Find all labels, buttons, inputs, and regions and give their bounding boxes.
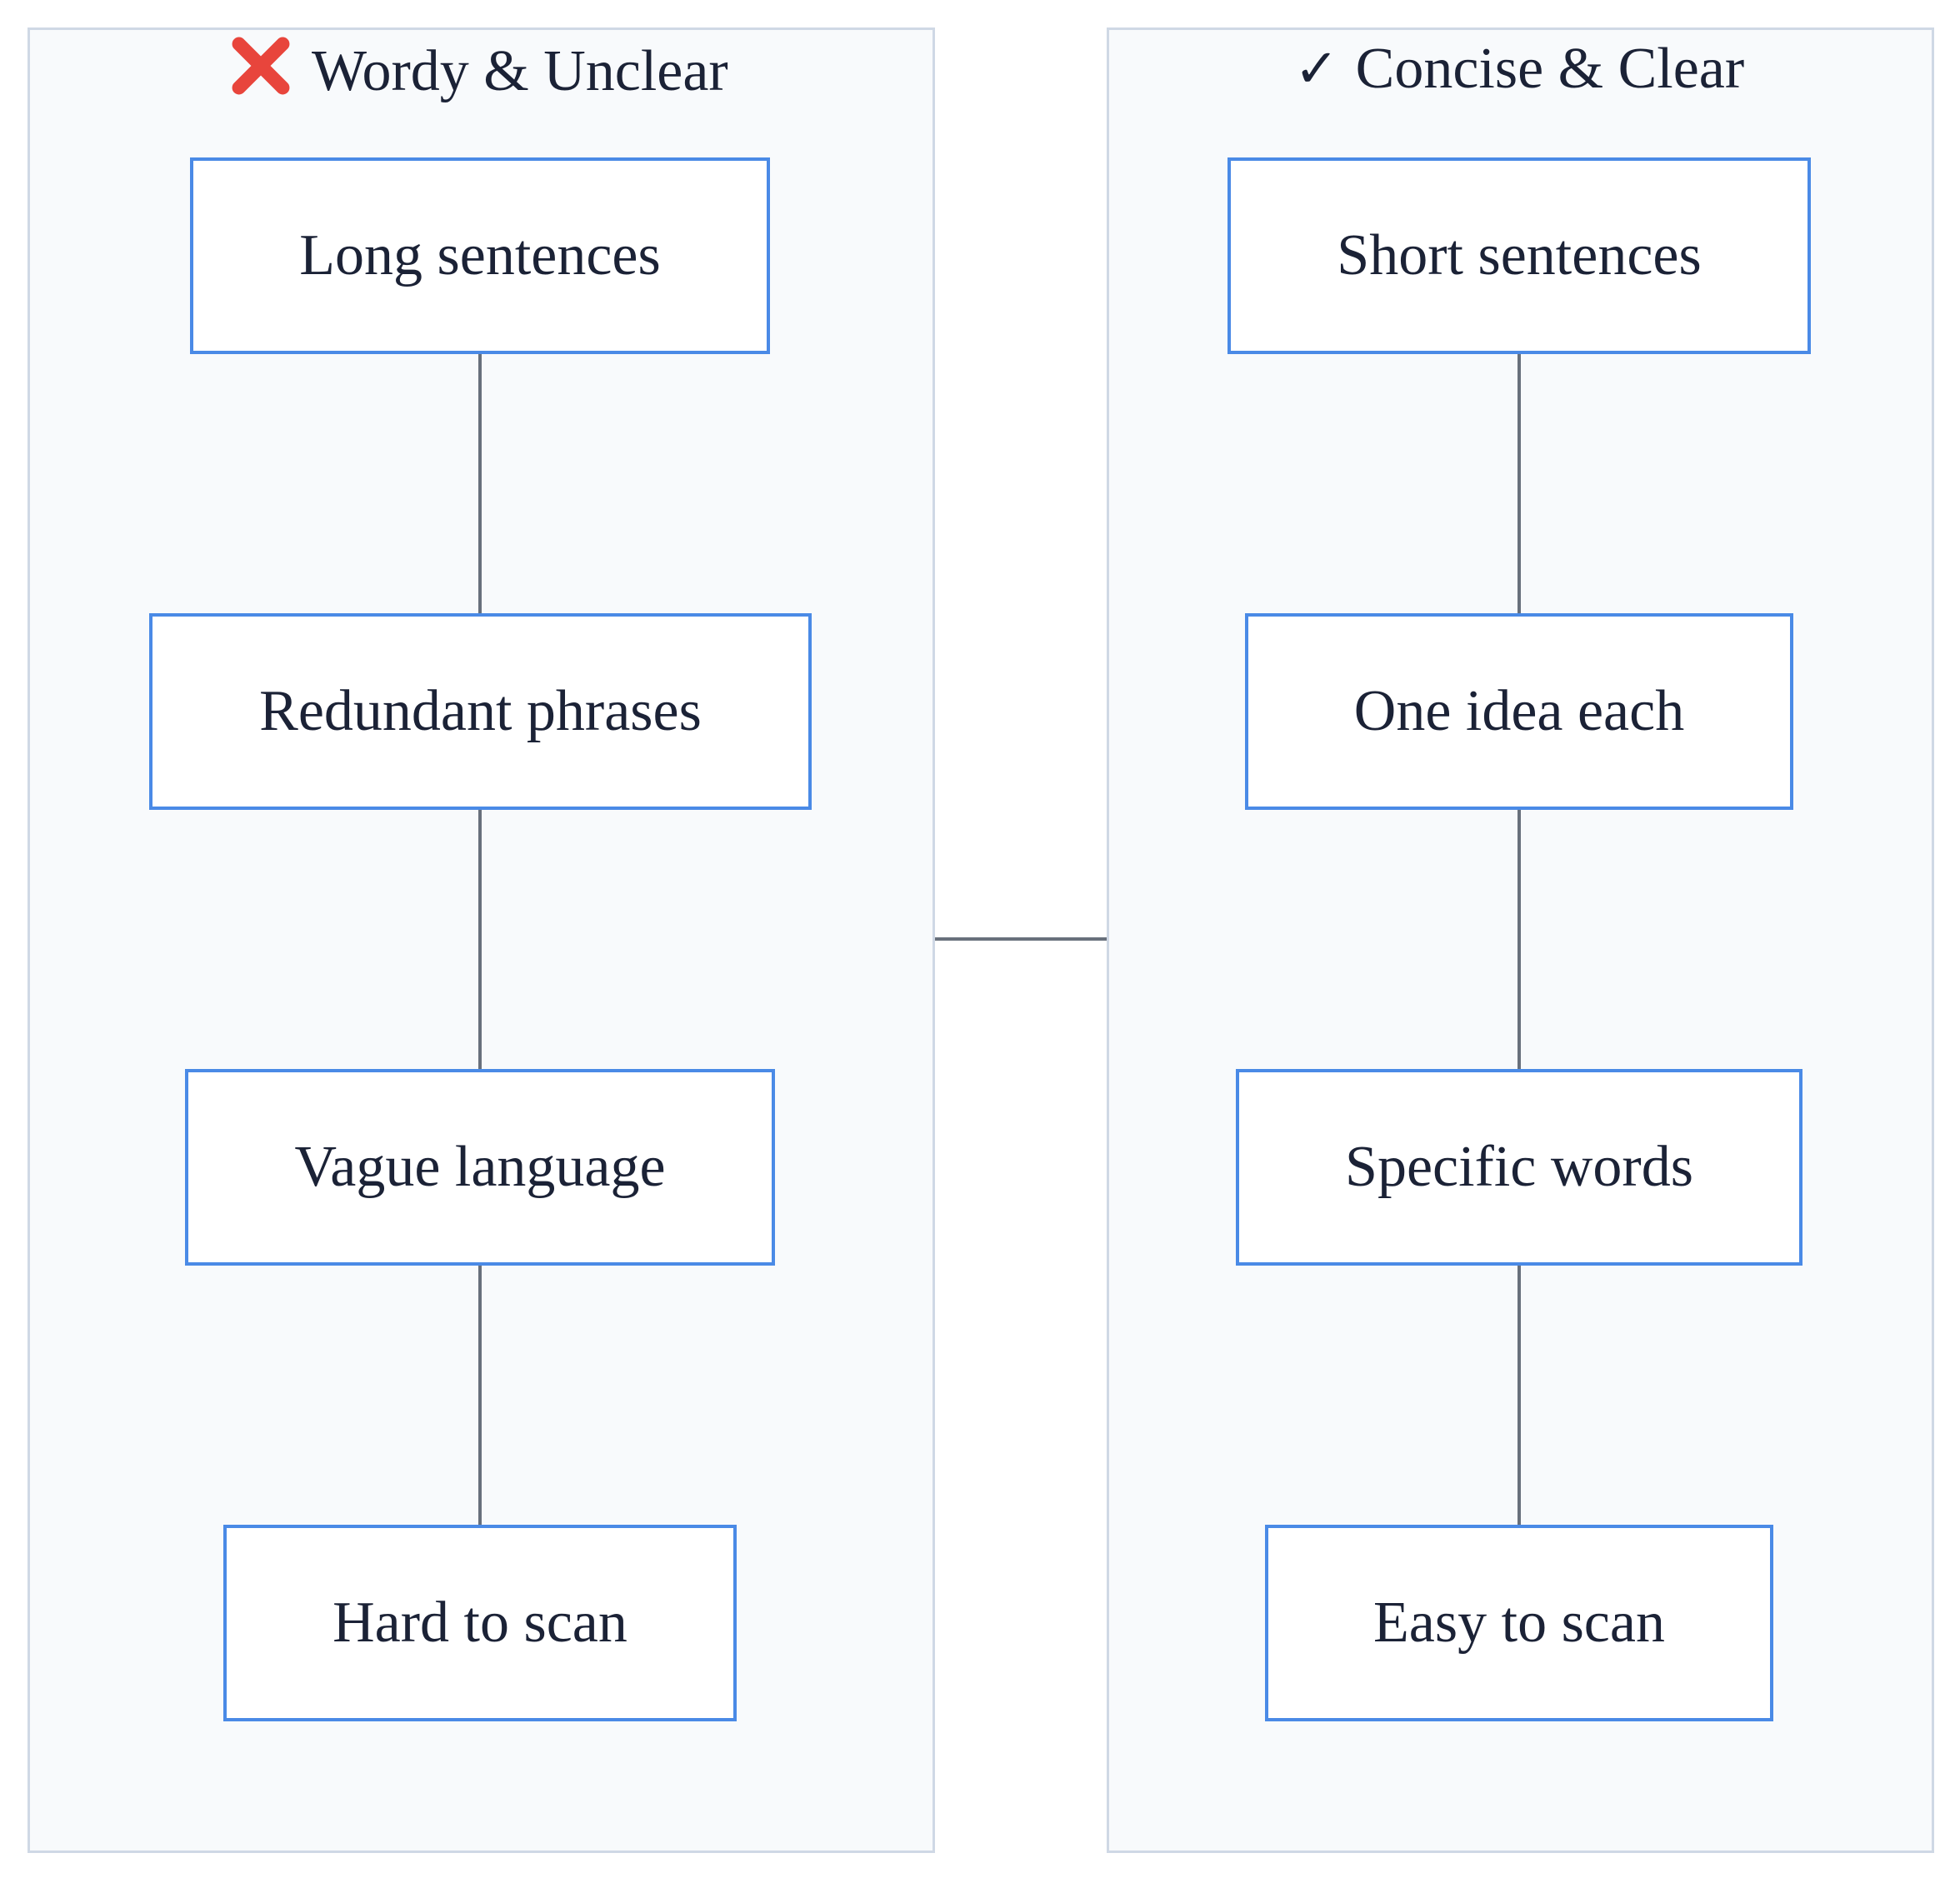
wordy-unclear-title: Wordy & Unclear: [227, 32, 728, 111]
node-short-sentences: Short sentences: [1228, 157, 1811, 354]
node-specific-words: Specific words: [1236, 1069, 1802, 1266]
node-redundant-phrases: Redundant phrases: [149, 613, 812, 810]
left-edge-2: [478, 808, 482, 1070]
node-hard-to-scan: Hard to scan: [223, 1525, 737, 1721]
right-edge-1: [1518, 352, 1521, 614]
node-vague-language: Vague language: [185, 1069, 775, 1266]
check-mark-icon: ✓: [1294, 38, 1339, 100]
left-edge-3: [478, 1264, 482, 1526]
panel-connector: [935, 937, 1107, 941]
concise-clear-title-text: Concise & Clear: [1355, 37, 1745, 101]
cross-mark-icon: [227, 32, 295, 111]
wordy-unclear-title-text: Wordy & Unclear: [312, 38, 728, 103]
node-easy-to-scan: Easy to scan: [1265, 1525, 1773, 1721]
node-one-idea-each: One idea each: [1245, 613, 1793, 810]
node-long-sentences: Long sentences: [190, 157, 770, 354]
concise-clear-title: ✓ Concise & Clear: [1294, 32, 1744, 107]
right-edge-3: [1518, 1264, 1521, 1526]
right-edge-2: [1518, 808, 1521, 1070]
left-edge-1: [478, 352, 482, 614]
